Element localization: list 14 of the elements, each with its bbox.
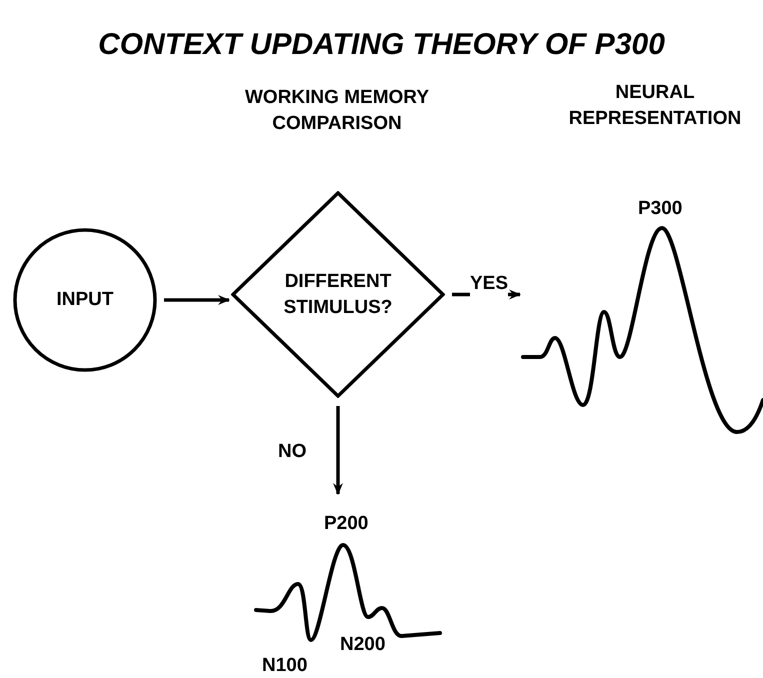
peak-label: N100 — [262, 654, 308, 678]
node-label: INPUT — [56, 288, 114, 312]
node-label: DIFFERENT STIMULUS? — [282, 270, 394, 320]
peak-label: P300 — [638, 197, 682, 221]
input-circle — [13, 228, 157, 372]
heading: WORKING MEMORY COMPARISON — [244, 86, 430, 136]
arrow — [164, 295, 230, 305]
decision-diamond — [231, 191, 445, 398]
heading: NEURAL REPRESENTATION — [568, 81, 742, 131]
arrow — [333, 406, 343, 495]
peak-label: P200 — [324, 512, 368, 536]
waveform-drawing — [520, 224, 763, 436]
peak-label: N200 — [340, 633, 386, 657]
title: CONTEXT UPDATING THEORY OF P300 — [97, 27, 666, 63]
